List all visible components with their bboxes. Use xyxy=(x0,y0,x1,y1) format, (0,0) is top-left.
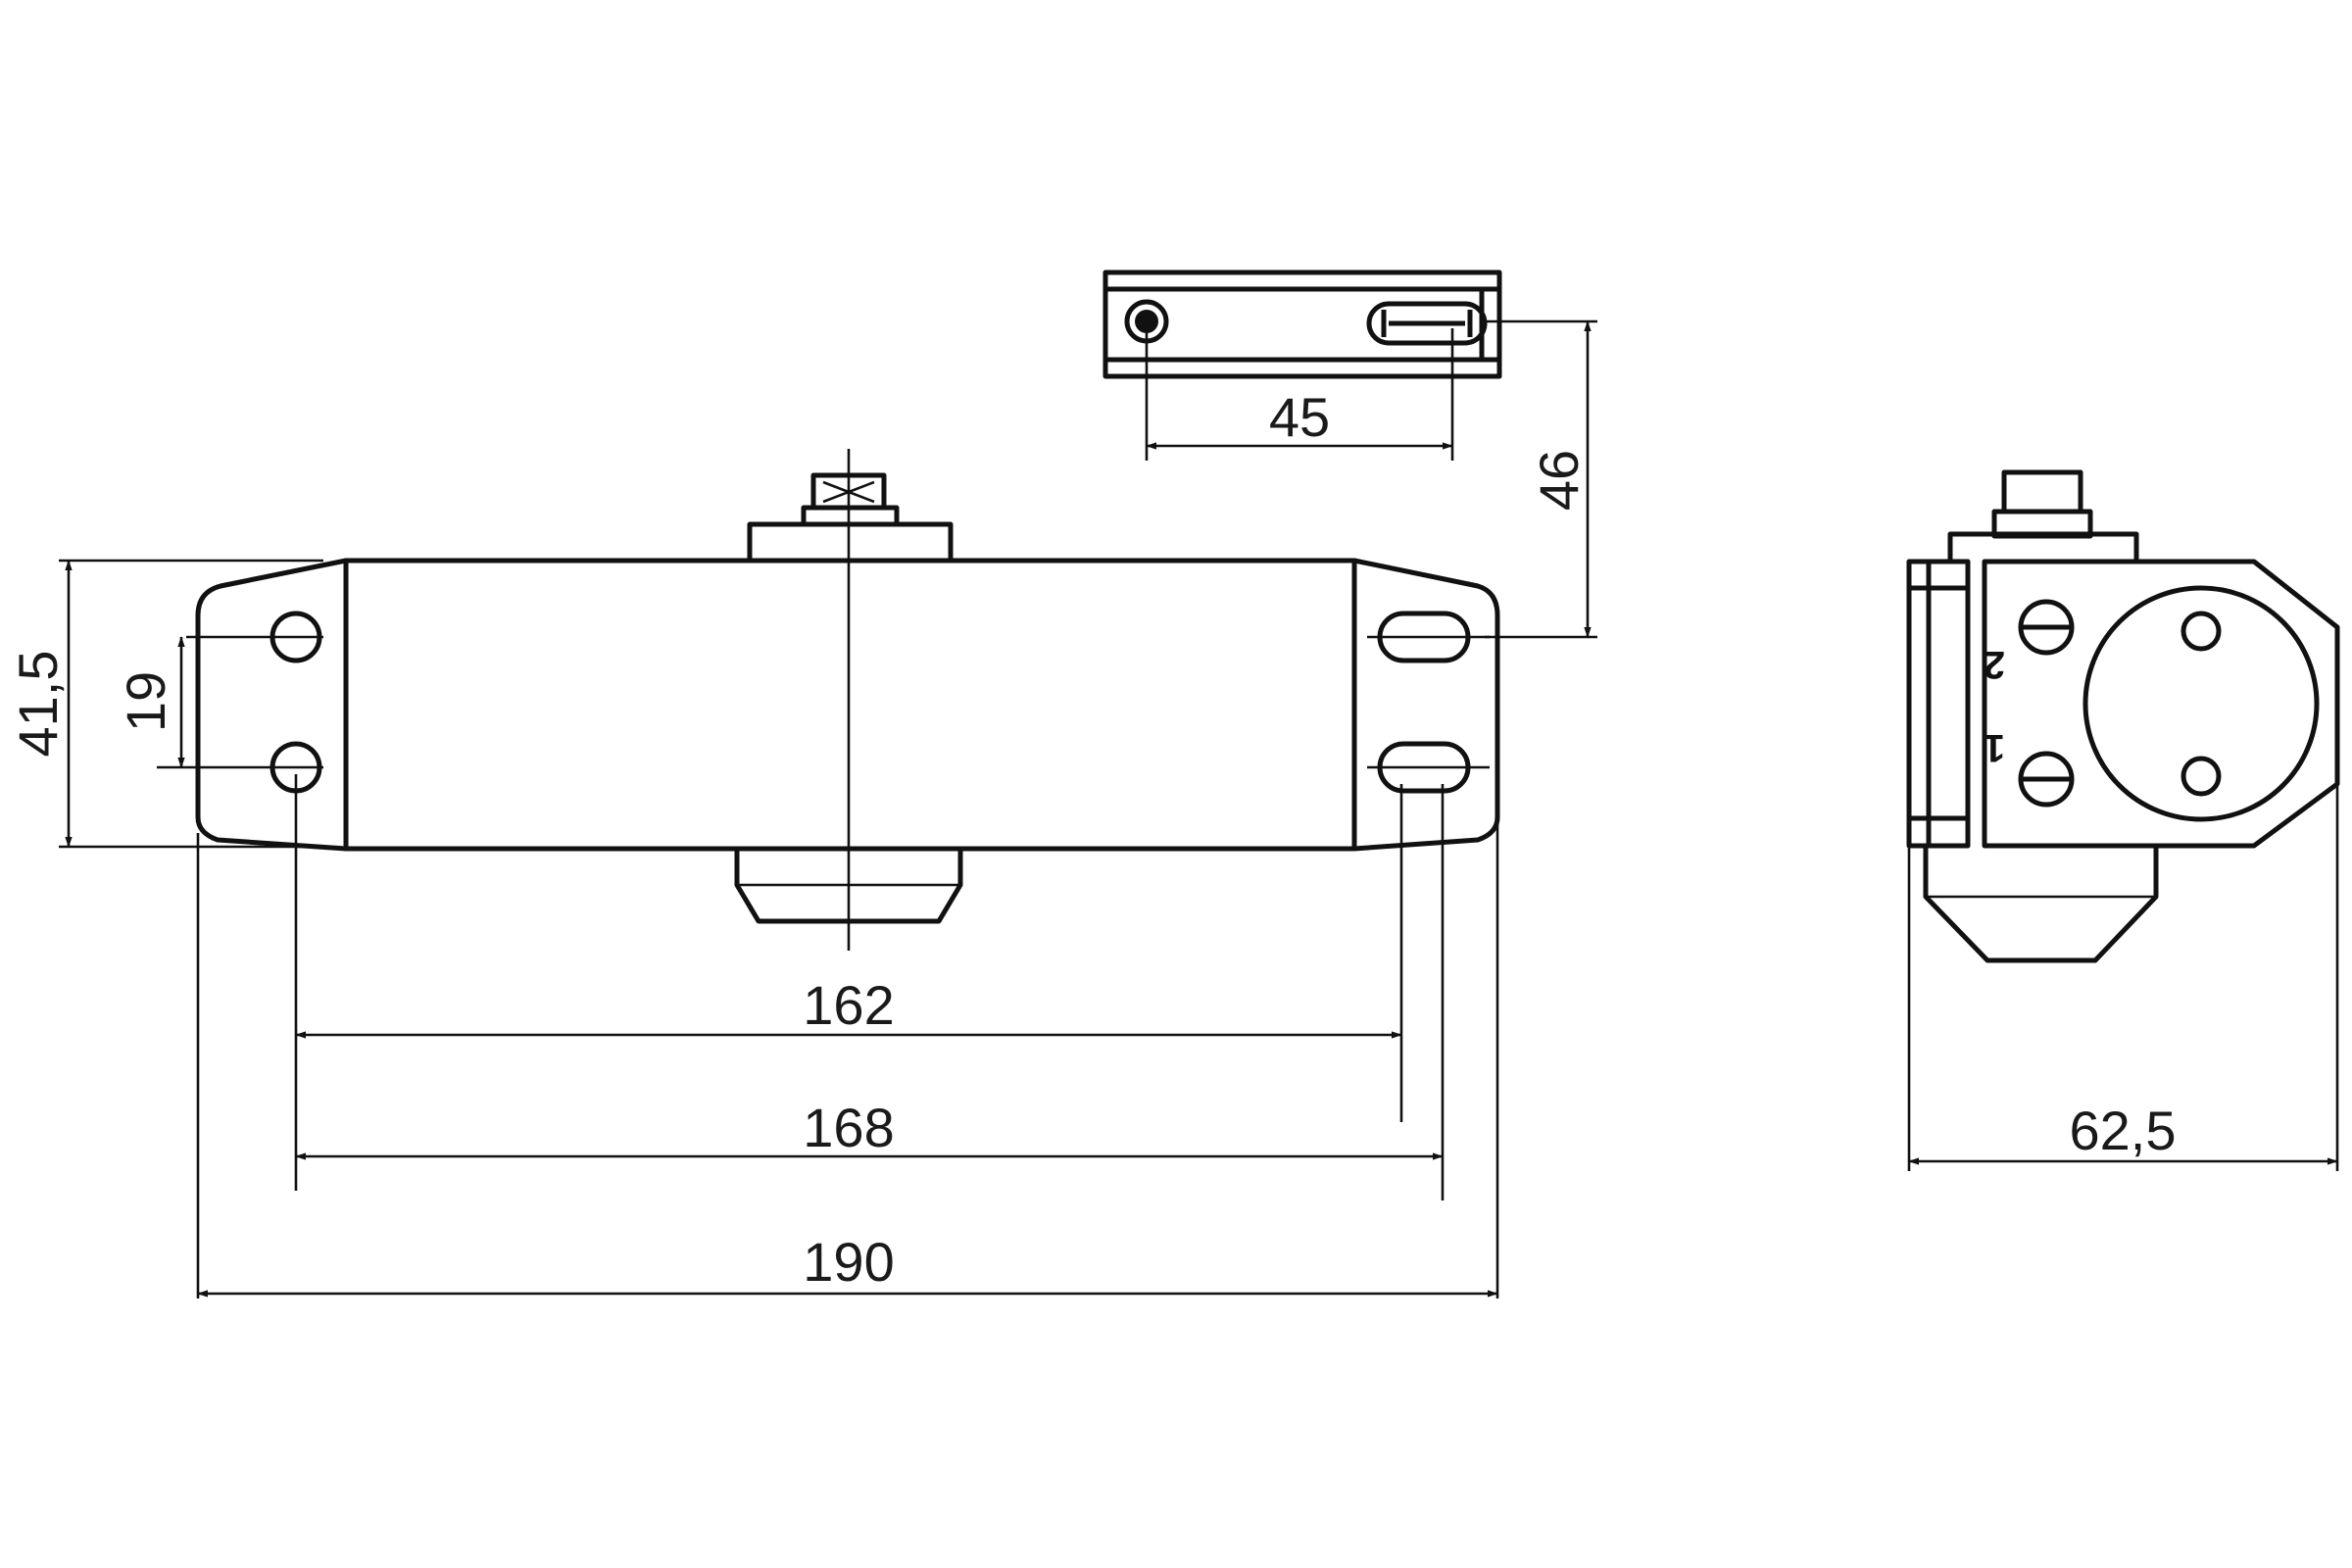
side-pinion xyxy=(2001,469,2083,514)
closer-body xyxy=(343,558,1357,852)
side-bottom-adjuster xyxy=(1923,846,2159,963)
side-cylinder xyxy=(2082,585,2320,822)
side-backplate xyxy=(1906,559,1971,849)
pinion-base xyxy=(747,521,954,564)
dimension-labels: 162 168 190 45 62,5 41,5 19 46 xyxy=(7,386,2177,1293)
dim-45: 45 xyxy=(1269,386,1330,448)
dim-168: 168 xyxy=(803,1097,894,1158)
cylinder-hole-top xyxy=(2180,611,2222,652)
valve-2-icon xyxy=(2018,599,2075,656)
pinion-collar xyxy=(801,505,900,524)
bracket-plate xyxy=(1102,270,1502,379)
dim-46: 46 xyxy=(1528,450,1590,511)
right-end-cap xyxy=(1351,558,1500,852)
front-view xyxy=(157,449,1500,951)
cylinder-hole-bottom xyxy=(2180,756,2222,797)
bracket-slot-hole xyxy=(1366,301,1488,346)
valve-2-label: 2 xyxy=(1984,643,2005,686)
dimension-lines xyxy=(59,319,2339,1298)
dim-19: 19 xyxy=(115,671,176,732)
side-view: 2 1 xyxy=(1906,469,2340,963)
dim-162: 162 xyxy=(803,974,894,1036)
dim-190: 190 xyxy=(803,1231,894,1293)
left-end-cap xyxy=(195,558,349,852)
valve-1-label: 1 xyxy=(1984,726,2005,769)
valve-1-icon xyxy=(2018,751,2075,808)
dim-62-5: 62,5 xyxy=(2070,1100,2177,1161)
dim-41-5: 41,5 xyxy=(7,651,69,758)
mounting-bracket xyxy=(1102,270,1502,379)
